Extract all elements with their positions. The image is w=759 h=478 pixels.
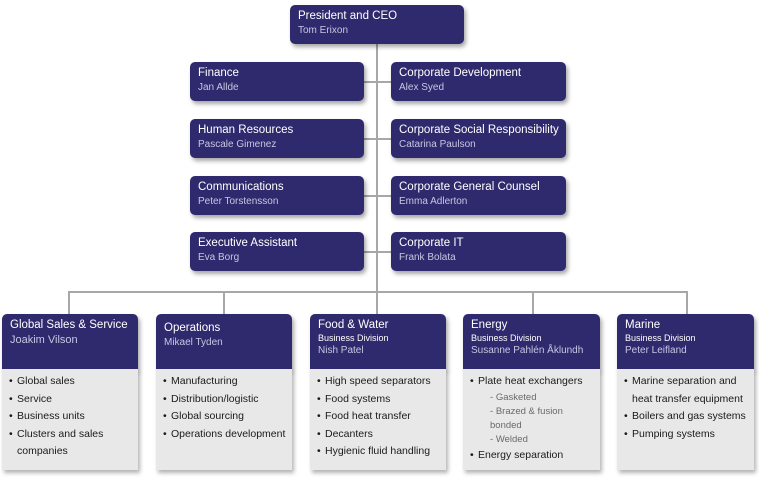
list-item: Clusters and sales companies	[9, 426, 132, 461]
list-item: Marine separation and heat transfer equi…	[624, 373, 748, 408]
division-detail-energy: Plate heat exchangers Gasketed Brazed & …	[463, 369, 600, 470]
staff-box-human-resources: Human Resources Pascale Gimenez	[190, 119, 364, 158]
division-title: Energy	[471, 319, 508, 331]
list-item: Food systems	[317, 391, 440, 409]
division-box-marine: Marine Business Division Peter Leifland	[617, 314, 754, 370]
division-bus-line	[68, 291, 688, 293]
staff-link-line	[363, 138, 391, 140]
division-type: Business Division	[471, 333, 542, 343]
division-drop-line	[376, 291, 378, 315]
list-subitem: Gasketed	[470, 391, 594, 405]
list-item: Pumping systems	[624, 426, 748, 444]
staff-name: Eva Borg	[198, 252, 240, 263]
staff-title: Executive Assistant	[198, 237, 298, 249]
division-head: Nish Patel	[318, 345, 364, 356]
staff-title: Corporate General Counsel	[399, 181, 540, 193]
division-head: Peter Leifland	[625, 345, 687, 356]
staff-box-executive-assistant: Executive Assistant Eva Borg	[190, 232, 364, 271]
staff-name: Catarina Paulson	[399, 139, 476, 150]
list-item: Energy separation	[470, 447, 594, 465]
division-drop-line	[223, 291, 225, 315]
staff-link-line	[363, 195, 391, 197]
staff-name: Jan Allde	[198, 82, 239, 93]
list-subitem: Welded	[470, 433, 594, 447]
division-detail-food-water: High speed separators Food systems Food …	[310, 369, 446, 470]
ceo-box: President and CEO Tom Erixon	[290, 5, 464, 44]
staff-box-corporate-development: Corporate Development Alex Syed	[391, 62, 566, 101]
list-item: Boilers and gas systems	[624, 408, 748, 426]
list-item: Service	[9, 391, 132, 409]
staff-title: Corporate IT	[399, 237, 464, 249]
staff-link-line	[363, 81, 391, 83]
division-type: Business Division	[625, 333, 696, 343]
division-box-global-sales-service: Global Sales & Service Joakim Vilson	[2, 314, 138, 370]
division-head: Susanne Pahlén Åklundh	[471, 345, 584, 356]
staff-name: Pascale Gimenez	[198, 139, 277, 150]
list-item: Hygienic fluid handling	[317, 443, 440, 461]
division-head: Joakim Vilson	[10, 334, 78, 346]
list-item: Global sourcing	[163, 408, 286, 426]
list-item: Global sales	[9, 373, 132, 391]
staff-name: Frank Bolata	[399, 252, 456, 263]
staff-title: Corporate Development	[399, 67, 522, 79]
staff-title: Finance	[198, 67, 239, 79]
division-detail-marine: Marine separation and heat transfer equi…	[617, 369, 754, 470]
list-item: High speed separators	[317, 373, 440, 391]
ceo-title: President and CEO	[298, 10, 398, 22]
staff-box-corporate-social-responsibility: Corporate Social Responsibility Catarina…	[391, 119, 566, 158]
division-title: Global Sales & Service	[10, 319, 128, 331]
staff-title: Communications	[198, 181, 284, 193]
list-item: Plate heat exchangers	[470, 373, 594, 391]
staff-box-corporate-general-counsel: Corporate General Counsel Emma Adlerton	[391, 176, 566, 215]
list-item: Decanters	[317, 426, 440, 444]
division-detail-operations: Manufacturing Distribution/logistic Glob…	[156, 369, 292, 470]
staff-box-finance: Finance Jan Allde	[190, 62, 364, 101]
trunk-line	[376, 40, 378, 292]
division-box-energy: Energy Business Division Susanne Pahlén …	[463, 314, 600, 370]
list-item: Manufacturing	[163, 373, 286, 391]
staff-title: Corporate Social Responsibility	[399, 124, 559, 136]
division-box-food-water: Food & Water Business Division Nish Pate…	[310, 314, 446, 370]
division-type: Business Division	[318, 333, 389, 343]
division-title: Operations	[164, 322, 221, 334]
division-detail-global-sales-service: Global sales Service Business units Clus…	[2, 369, 138, 470]
list-item: Business units	[9, 408, 132, 426]
division-box-operations: Operations Mikael Tyden	[156, 314, 292, 370]
list-item: Distribution/logistic	[163, 391, 286, 409]
staff-name: Alex Syed	[399, 82, 445, 93]
list-item: Food heat transfer	[317, 408, 440, 426]
staff-title: Human Resources	[198, 124, 294, 136]
staff-name: Peter Torstensson	[198, 196, 279, 207]
division-head: Mikael Tyden	[164, 337, 223, 348]
staff-box-communications: Communications Peter Torstensson	[190, 176, 364, 215]
staff-box-corporate-it: Corporate IT Frank Bolata	[391, 232, 566, 271]
list-subitem: Brazed & fusion bonded	[470, 405, 594, 433]
staff-name: Emma Adlerton	[399, 196, 468, 207]
division-drop-line	[686, 291, 688, 315]
ceo-name: Tom Erixon	[298, 25, 349, 36]
staff-link-line	[363, 251, 391, 253]
division-title: Marine	[625, 319, 661, 331]
division-drop-line	[68, 291, 70, 315]
division-drop-line	[532, 291, 534, 315]
list-item: Operations development	[163, 426, 286, 444]
division-title: Food & Water	[318, 319, 389, 331]
